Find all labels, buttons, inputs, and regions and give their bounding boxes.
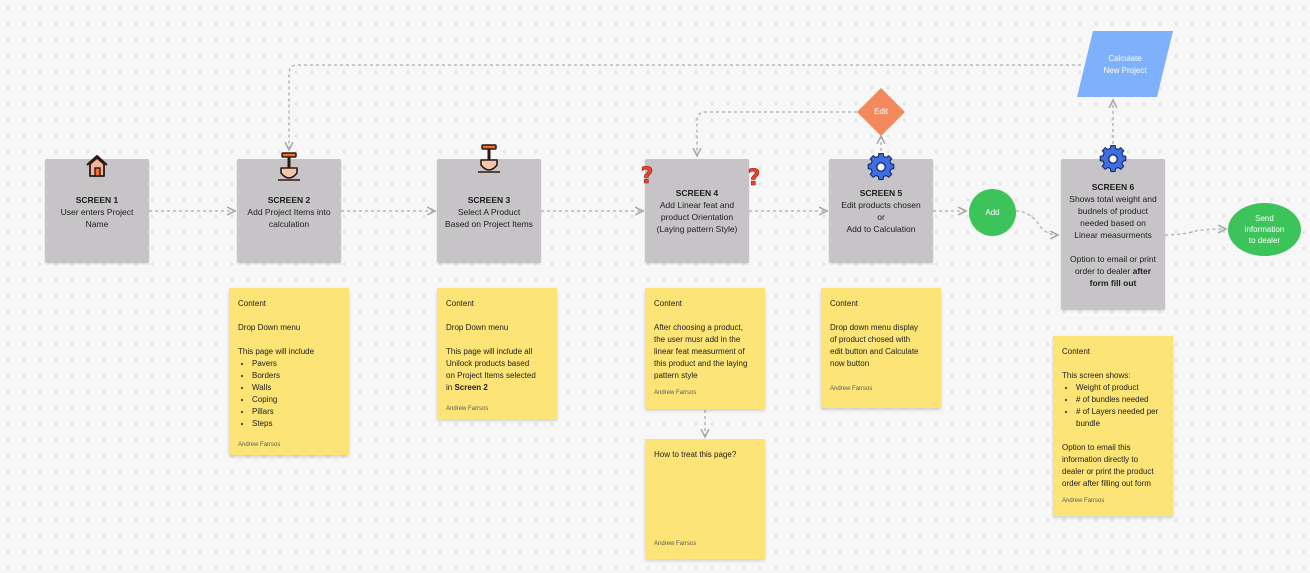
screen-description: Edit products chosen or Add to Calculati… [841, 200, 921, 234]
screen-title: SCREEN 3 [467, 195, 511, 205]
list-item: Pillars [252, 406, 340, 418]
gear-icon [867, 153, 895, 181]
note-heading: Content [446, 299, 475, 308]
svg-text:?: ? [748, 166, 761, 188]
note-heading: Content [830, 299, 859, 308]
note-heading: Content [238, 299, 267, 308]
screen-title: SCREEN 6 [1091, 182, 1135, 192]
edit-label: Edit [874, 107, 888, 116]
svg-text:?: ? [641, 164, 654, 186]
sticky-note-screen-5[interactable]: Content Drop down menu display of produc… [821, 288, 941, 408]
sticky-note-screen-6[interactable]: Content This screen shows: Weight of pro… [1053, 336, 1173, 516]
connector-edit-s4 [697, 111, 857, 156]
question-icon: ? [640, 164, 654, 186]
note-author: Andrew Farrsos [830, 386, 873, 392]
screen-2-card[interactable]: SCREEN 2 Add Project Items into calculat… [237, 159, 341, 263]
list-item: # of Layers needed per bundle [1076, 406, 1164, 430]
edit-diamond[interactable] [856, 87, 906, 137]
note-author: Andrew Farrsos [1062, 498, 1105, 504]
screen-title: SCREEN 1 [75, 195, 119, 205]
note-text: After choosing a product, the user musr … [654, 323, 748, 380]
gear-icon [1099, 145, 1127, 173]
screen-6-card[interactable]: SCREEN 6 Shows total weight and budnels … [1061, 159, 1165, 310]
note-heading: How to treat this page? [654, 450, 737, 459]
note-text: Option to email this information directl… [1062, 443, 1154, 488]
screen-description: User enters Project Name [60, 207, 134, 229]
send-to-dealer-circle[interactable]: Send information to dealer [1228, 203, 1301, 256]
sticky-note-screen-2[interactable]: Content Drop Down menu This page will in… [229, 288, 349, 455]
screen-description-bold: after form fill out [1089, 266, 1152, 288]
screen-title: SCREEN 4 [675, 188, 719, 198]
add-circle[interactable]: Add [969, 189, 1016, 236]
calculate-label: Calculate New Project [1103, 54, 1147, 75]
screen-description: Add Project Items into calculation [247, 207, 331, 229]
house-icon [86, 155, 108, 177]
screen-4-card[interactable]: SCREEN 4 Add Linear feat and product Ori… [645, 159, 749, 263]
screen-title: SCREEN 2 [267, 195, 311, 205]
send-label: Send information to dealer [1244, 214, 1285, 245]
calculate-parallelogram[interactable] [1076, 31, 1174, 98]
note-list: Pavers Borders Walls Coping Pillars Step… [238, 358, 340, 430]
shovel-icon [278, 152, 300, 181]
sticky-note-screen-4[interactable]: Content After choosing a product, the us… [645, 288, 765, 409]
sticky-note-screen-3[interactable]: Content Drop Down menu This page will in… [437, 288, 557, 419]
screen-description: Shows total weight and budnels of produc… [1069, 194, 1157, 288]
add-label: Add [985, 208, 1000, 217]
connector-add-s6 [1015, 210, 1058, 235]
screen-3-card[interactable]: SCREEN 3 Select A Product Based on Proje… [437, 159, 541, 263]
shovel-icon [478, 144, 500, 173]
screen-title: SCREEN 5 [859, 188, 903, 198]
list-item: Steps [252, 418, 340, 430]
note-author: Andrew Farrsos [654, 541, 697, 547]
screen-description: Select A Product Based on Project Items [445, 207, 533, 229]
note-author: Andrew Farrsos [654, 390, 697, 396]
list-item: Weight of product [1076, 382, 1164, 394]
note-text: Drop Down menu This page will include [238, 323, 315, 356]
question-icon: ? [747, 166, 761, 188]
note-text-bold: Screen 2 [454, 383, 488, 392]
list-item: # of bundles needed [1076, 394, 1164, 406]
list-item: Walls [252, 382, 340, 394]
list-item: Pavers [252, 358, 340, 370]
note-text: Drop Down menu This page will include al… [446, 323, 536, 392]
note-author: Andrew Farrsos [238, 442, 281, 448]
note-list: Weight of product # of bundles needed # … [1062, 382, 1164, 430]
note-text: This screen shows: [1062, 371, 1131, 380]
connector-s6-send [1164, 229, 1226, 236]
list-item: Coping [252, 394, 340, 406]
note-heading: Content [1062, 347, 1091, 356]
sticky-note-question[interactable]: How to treat this page? Andrew Farrsos [645, 439, 765, 559]
connector-calc-s2 [289, 64, 1081, 150]
screen-description: Add Linear feat and product Orientation … [656, 200, 738, 234]
note-author: Andrew Farrsos [446, 406, 489, 412]
list-item: Borders [252, 370, 340, 382]
note-heading: Content [654, 299, 683, 308]
note-text: Drop down menu display of product chosed… [830, 323, 919, 368]
